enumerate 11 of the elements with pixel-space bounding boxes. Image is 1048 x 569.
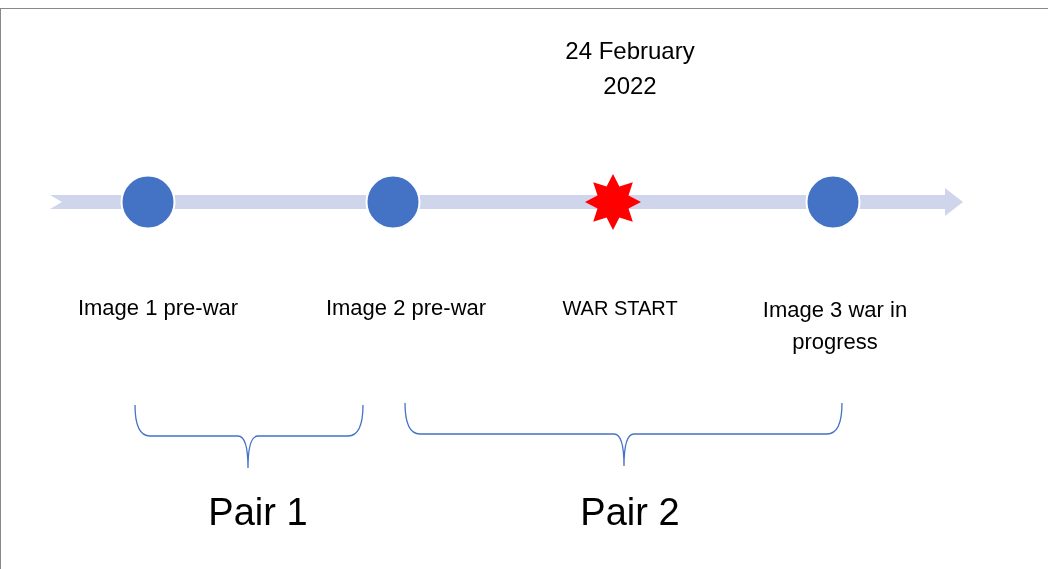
timeline-dot: [120, 174, 176, 230]
timeline-label: WAR START: [561, 296, 679, 321]
timeline-dot: [365, 174, 421, 230]
timeline-label: Image 3 war in progress: [761, 296, 909, 356]
timeline-label: Image 1 pre-war: [76, 294, 240, 322]
group-label: Pair 2: [579, 490, 681, 535]
timeline-label: Image 2 pre-war: [324, 294, 488, 322]
group-label: Pair 1: [207, 490, 309, 535]
star-marker: [585, 174, 641, 230]
timeline-dot: [805, 174, 861, 230]
timeline-label: 24 February 2022: [564, 36, 696, 101]
